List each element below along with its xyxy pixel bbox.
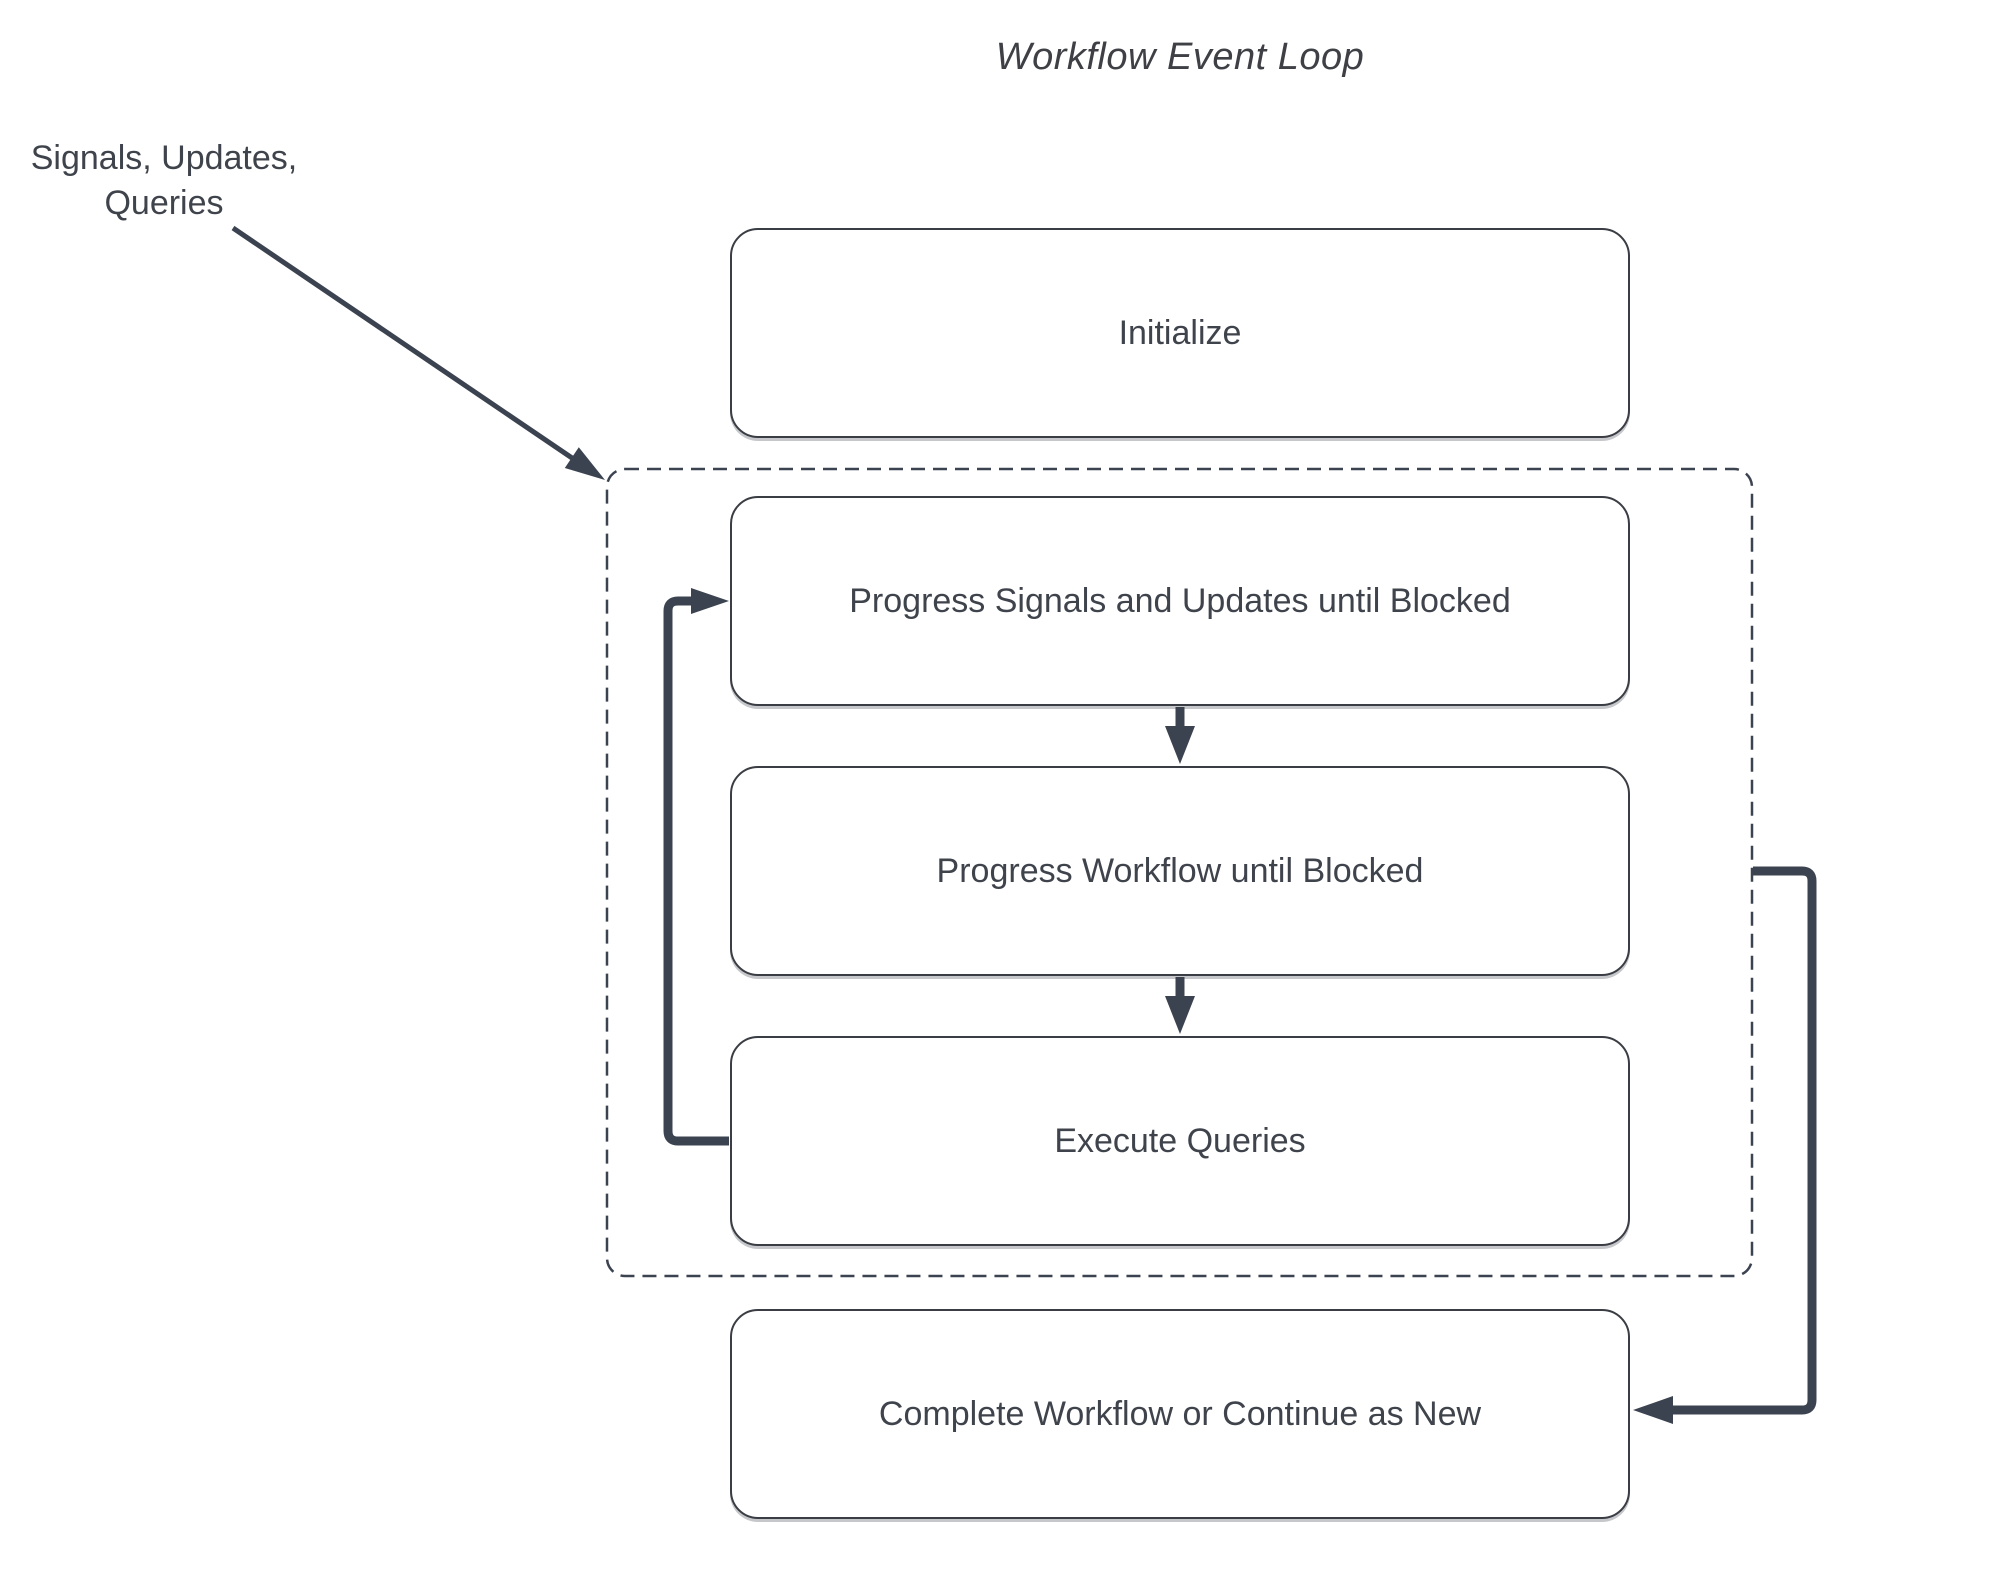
edge-queries-to-signals-loop-arrowhead (691, 588, 729, 614)
node-progress-signals-and-updates: Progress Signals and Updates until Block… (730, 496, 1630, 706)
node-complete-workflow-or-continue-as-new: Complete Workflow or Continue as New (730, 1309, 1630, 1519)
edge-workflow-to-queries-arrowhead (1165, 996, 1195, 1034)
edge-signals-to-workflow-arrowhead (1165, 726, 1195, 764)
node-initialize: Initialize (730, 228, 1630, 438)
edge-group-to-complete-arrowhead (1633, 1396, 1673, 1424)
edge-queries-to-signals-loop-line (663, 596, 729, 1146)
diagram-title: Workflow Event Loop (995, 36, 1365, 78)
node-progress-workflow: Progress Workflow until Blocked (730, 766, 1630, 976)
edge-annotation-to-group-arrowhead (564, 447, 605, 480)
annotation-signals-updates-queries: Signals, Updates, Queries (30, 139, 298, 222)
edge-annotation-to-group-line (231, 225, 577, 463)
node-execute-queries: Execute Queries (730, 1036, 1630, 1246)
event-loop-group-border (605, 467, 1754, 1278)
edge-group-to-complete-line (1670, 866, 1817, 1415)
